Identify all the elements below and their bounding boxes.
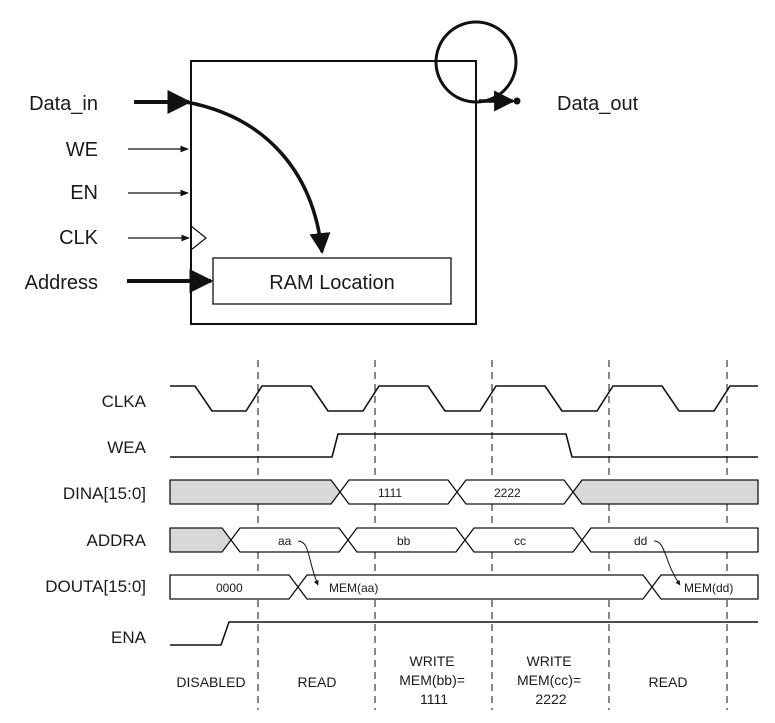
dina-undefined-segment (572, 479, 759, 505)
signal-label-dina: DINA[15:0] (63, 484, 146, 503)
signal-label-ena: ENA (111, 628, 147, 647)
addra-value-bb: bb (397, 534, 411, 548)
douta-value-segment (169, 574, 299, 600)
dina-bus: 1111 2222 (169, 479, 759, 505)
ram-location-label: RAM Location (269, 272, 395, 294)
phase-caption-read: READ (298, 674, 337, 690)
phase-caption-disabled: DISABLED (176, 674, 245, 690)
clka-waveform (170, 385, 758, 412)
output-label-data-out: Data_out (557, 93, 639, 115)
addra-bus: aa bb cc dd (169, 527, 759, 553)
addra-value-aa: aa (278, 534, 292, 548)
douta-value-mem-aa: MEM(aa) (329, 581, 378, 595)
timing-diagram: CLKA WEA DINA[15:0] ADDRA DOUTA[15:0] EN… (45, 360, 759, 710)
addra-undefined-segment (169, 527, 232, 553)
wea-waveform (170, 433, 758, 458)
phase-caption-read-2: READ (649, 674, 688, 690)
ram-block-outline (190, 60, 477, 325)
phase-captions: DISABLED READ WRITE MEM(bb)= 1111 WRITE … (176, 653, 687, 707)
signal-label-clka: CLKA (102, 392, 147, 411)
input-label-we: WE (66, 139, 98, 161)
dina-value-2222: 2222 (494, 486, 521, 500)
signal-label-addra: ADDRA (86, 531, 146, 550)
douta-value-0000: 0000 (216, 581, 243, 595)
input-label-data-in: Data_in (29, 93, 98, 115)
data-out-dot (513, 97, 521, 105)
addra-value-dd: dd (634, 534, 647, 548)
douta-value-mem-dd: MEM(dd) (684, 581, 733, 595)
input-label-clk: CLK (59, 227, 99, 249)
ena-waveform (170, 621, 758, 646)
ram-location-box (212, 257, 452, 305)
ram-block: RAM Location Data_in WE EN CLK Address D… (25, 20, 639, 325)
dd-to-mem-dd-arrow (653, 540, 681, 586)
dina-undefined-segment (169, 479, 341, 505)
douta-bus: 0000 MEM(aa) MEM(dd) (169, 540, 759, 600)
phase-caption-write-cc: WRITE MEM(cc)= 2222 (517, 653, 585, 707)
aa-to-mem-aa-arrow (297, 540, 319, 586)
signal-label-douta: DOUTA[15:0] (45, 577, 146, 596)
input-label-address: Address (25, 272, 98, 294)
input-label-en: EN (70, 182, 98, 204)
signal-label-wea: WEA (107, 438, 146, 457)
addra-value-segment (581, 527, 759, 553)
dina-value-1111: 1111 (378, 486, 402, 500)
clock-input-triangle (190, 225, 207, 251)
write-path-arrow (185, 100, 331, 255)
addra-value-cc: cc (514, 534, 526, 548)
phase-caption-write-bb: WRITE MEM(bb)= 1111 (399, 653, 469, 707)
read-loop-circle (434, 20, 518, 104)
